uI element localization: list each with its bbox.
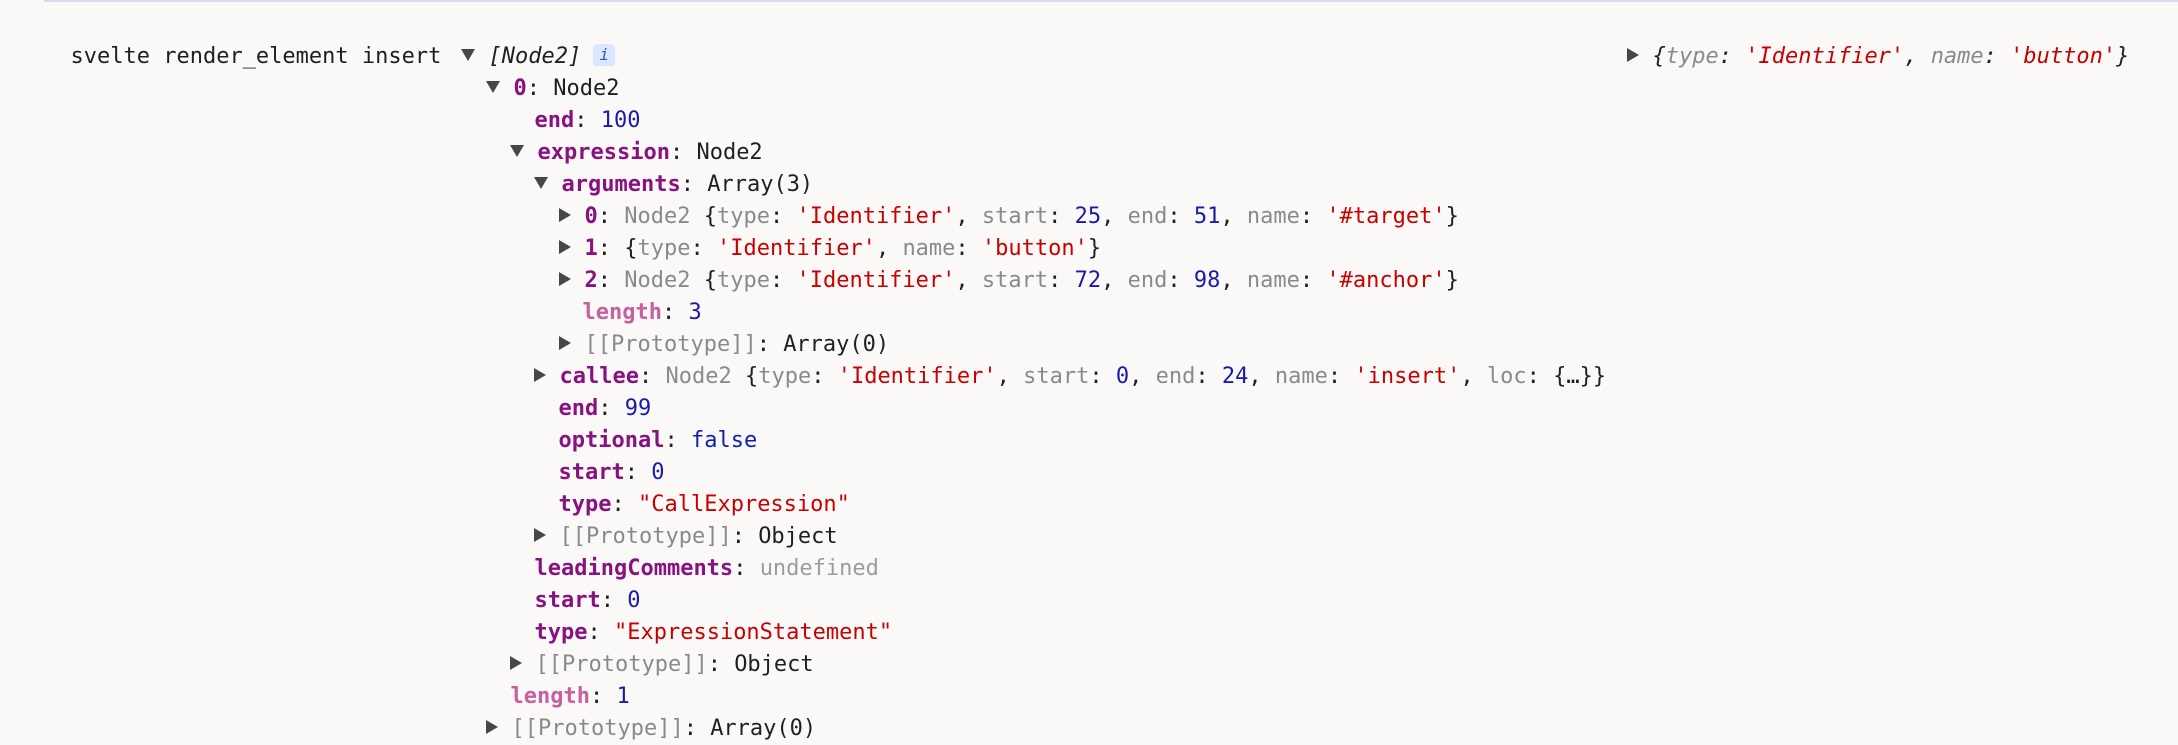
expression-type: type: "CallExpression" [558, 492, 850, 517]
arguments-length: length: 3 [582, 300, 702, 325]
collapse-triangle-icon[interactable] [558, 240, 571, 254]
collapse-triangle-icon[interactable] [1626, 48, 1639, 62]
root-array-summary[interactable]: [Node2] i [434, 9, 616, 69]
root-prototype[interactable]: [[Prototype]]: Array(0) [459, 681, 816, 741]
collapse-triangle-icon[interactable] [558, 336, 571, 350]
collapse-triangle-icon[interactable] [533, 368, 546, 382]
expand-triangle-icon[interactable] [485, 81, 500, 93]
arguments-prototype[interactable]: [[Prototype]]: Array(0) [532, 297, 889, 357]
info-icon[interactable]: i [593, 44, 616, 66]
console-separator [44, 0, 2178, 2]
argument-2[interactable]: 2: Node2 {type: 'Identifier', start: 72,… [532, 233, 1459, 293]
prop-leading-comments: leadingComments: undefined [534, 556, 879, 581]
tree-item-0[interactable]: 0: Node2 [459, 41, 619, 101]
prop-end: end: 100 [534, 108, 641, 133]
collapsed-log-object[interactable]: {type: 'Identifier', name: 'button'} [1600, 9, 2129, 69]
collapse-triangle-icon[interactable] [558, 208, 571, 222]
expand-triangle-icon[interactable] [533, 177, 548, 189]
console-log-label: svelte render_element insert [44, 9, 442, 69]
expand-triangle-icon[interactable] [509, 145, 524, 157]
argument-0[interactable]: 0: Node2 {type: 'Identifier', start: 25,… [532, 169, 1459, 229]
node-prototype[interactable]: [[Prototype]]: Object [483, 617, 814, 677]
collapse-triangle-icon[interactable] [509, 656, 522, 670]
expression-prototype[interactable]: [[Prototype]]: Object [507, 489, 838, 549]
prop-expression[interactable]: expression: Node2 [483, 105, 763, 165]
expand-triangle-icon[interactable] [460, 49, 475, 61]
prop-start: start: 0 [534, 588, 641, 613]
collapse-triangle-icon[interactable] [533, 528, 546, 542]
root-summary-text: [Node2] [488, 44, 582, 69]
root-length: length: 1 [510, 684, 630, 709]
prop-type: type: "ExpressionStatement" [534, 620, 893, 645]
prop-arguments[interactable]: arguments: Array(3) [507, 137, 813, 197]
collapse-triangle-icon[interactable] [485, 720, 498, 734]
expression-start: start: 0 [558, 460, 665, 485]
argument-1[interactable]: 1: {type: 'Identifier', name: 'button'} [532, 201, 1101, 261]
log-label-text: svelte render_element insert [70, 44, 442, 69]
expression-optional: optional: false [558, 428, 758, 453]
collapse-triangle-icon[interactable] [558, 272, 571, 286]
prop-callee[interactable]: callee: Node2 {type: 'Identifier', start… [507, 329, 1606, 389]
expression-end: end: 99 [558, 396, 652, 421]
